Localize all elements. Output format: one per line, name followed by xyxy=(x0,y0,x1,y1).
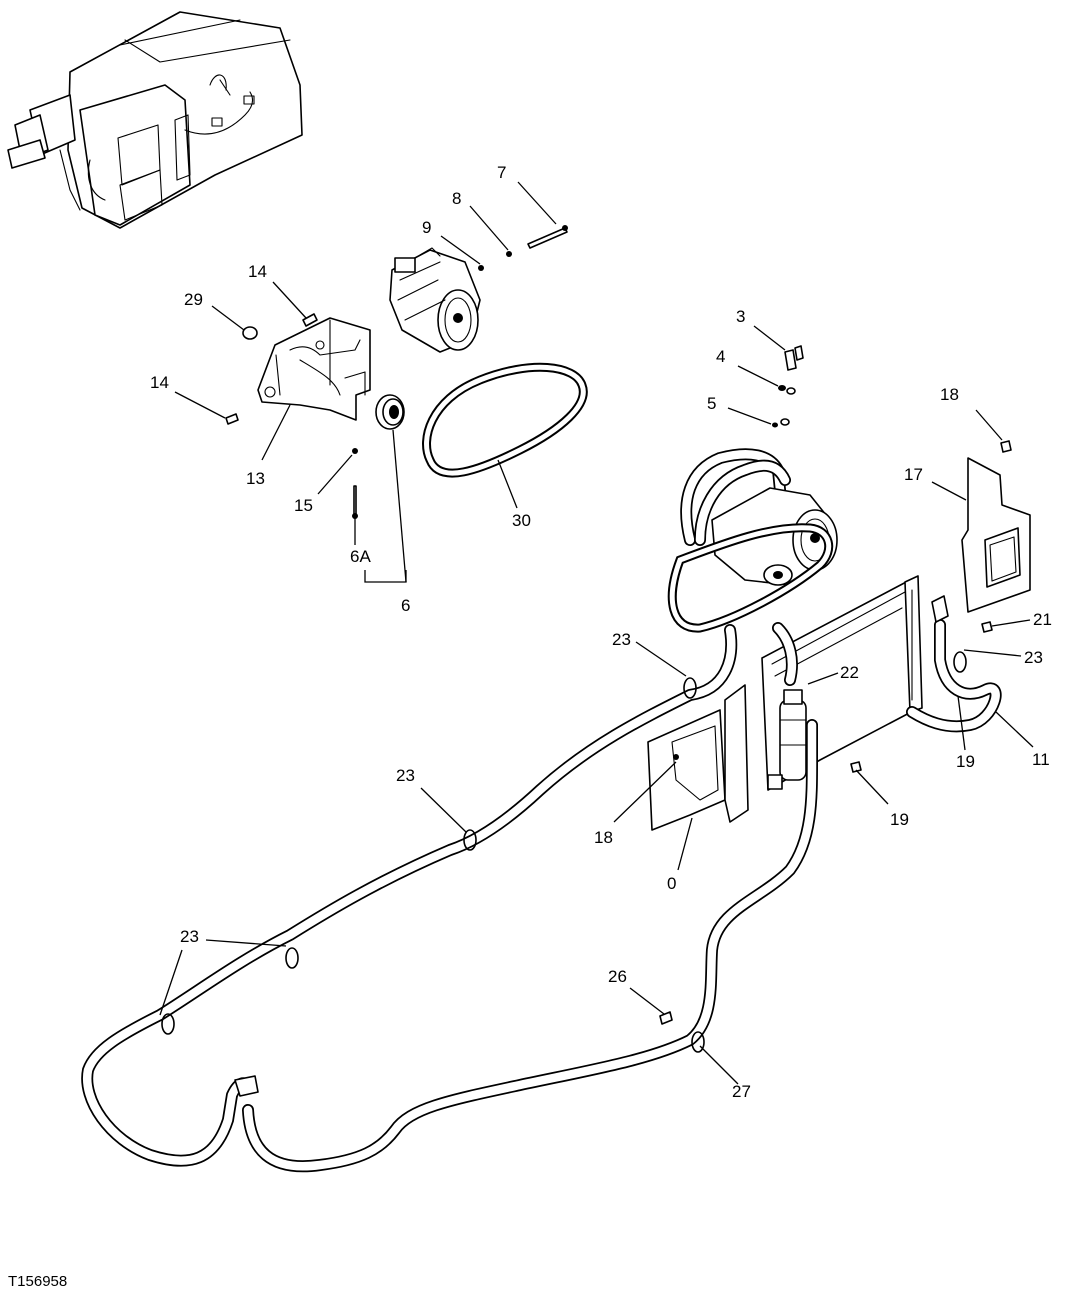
callout-23: 23 xyxy=(180,927,199,946)
callout-26: 26 xyxy=(608,967,627,986)
nut-9 xyxy=(478,265,484,271)
compressor-loose xyxy=(389,247,481,353)
callout-18: 18 xyxy=(594,828,613,847)
callout-13: 13 xyxy=(246,469,265,488)
washer-5 xyxy=(772,422,778,428)
fitting-26 xyxy=(659,1011,673,1025)
bolt-19-lower xyxy=(850,761,862,773)
refrigerant-hoses xyxy=(81,595,1002,1173)
callout-6: 6 xyxy=(401,596,410,615)
bracket-13 xyxy=(257,317,371,421)
callout-22: 22 xyxy=(840,663,859,682)
nut-15 xyxy=(352,448,358,454)
callout-19: 19 xyxy=(956,752,975,771)
callout-labels: 7 8 9 14 29 14 13 15 6A 6 30 3 4 5 18 17… xyxy=(150,163,1052,1101)
machine-overview-illustration xyxy=(7,11,303,229)
pulley-6 xyxy=(375,394,405,430)
callout-23: 23 xyxy=(612,630,631,649)
bolt-18-upper xyxy=(1000,440,1012,453)
callout-3: 3 xyxy=(736,307,745,326)
bolt-21 xyxy=(981,621,993,633)
figure-reference-id: T156958 xyxy=(8,1273,67,1290)
callout-21: 21 xyxy=(1033,610,1052,629)
bolt-6a xyxy=(353,485,357,516)
callout-9: 9 xyxy=(422,218,431,237)
callout-14: 14 xyxy=(248,262,267,281)
pin-7 xyxy=(527,227,568,249)
bracket-0 xyxy=(647,684,749,831)
callout-27: 27 xyxy=(732,1082,751,1101)
callout-4: 4 xyxy=(716,347,725,366)
callout-5: 5 xyxy=(707,394,716,413)
callout-30: 30 xyxy=(512,511,531,530)
callout-11: 11 xyxy=(1032,750,1050,769)
callout-23: 23 xyxy=(396,766,415,785)
compressor-assembly-installed xyxy=(667,448,838,633)
callout-0: 0 xyxy=(667,874,676,893)
callout-15: 15 xyxy=(294,496,313,515)
loose-hardware-parts xyxy=(225,225,1012,1025)
washer-8 xyxy=(506,251,512,257)
bracket-17 xyxy=(961,457,1031,613)
fitting-29 xyxy=(242,326,258,340)
bolt-3 xyxy=(784,349,797,371)
washer-4 xyxy=(778,385,786,391)
receiver-dryer xyxy=(767,689,807,790)
callout-19: 19 xyxy=(890,810,909,829)
callout-7: 7 xyxy=(497,163,506,182)
callout-23: 23 xyxy=(1024,648,1043,667)
hose-clamps xyxy=(161,651,967,1053)
bolt-14-lower xyxy=(225,413,239,425)
callout-18: 18 xyxy=(940,385,959,404)
callout-8: 8 xyxy=(452,189,461,208)
callout-17: 17 xyxy=(904,465,923,484)
callout-6a: 6A xyxy=(350,547,371,566)
callout-leader-lines xyxy=(159,181,1034,1085)
callout-29: 29 xyxy=(184,290,203,309)
belt-30 xyxy=(422,362,588,478)
bolt-14-upper xyxy=(302,313,318,327)
callout-14: 14 xyxy=(150,373,169,392)
